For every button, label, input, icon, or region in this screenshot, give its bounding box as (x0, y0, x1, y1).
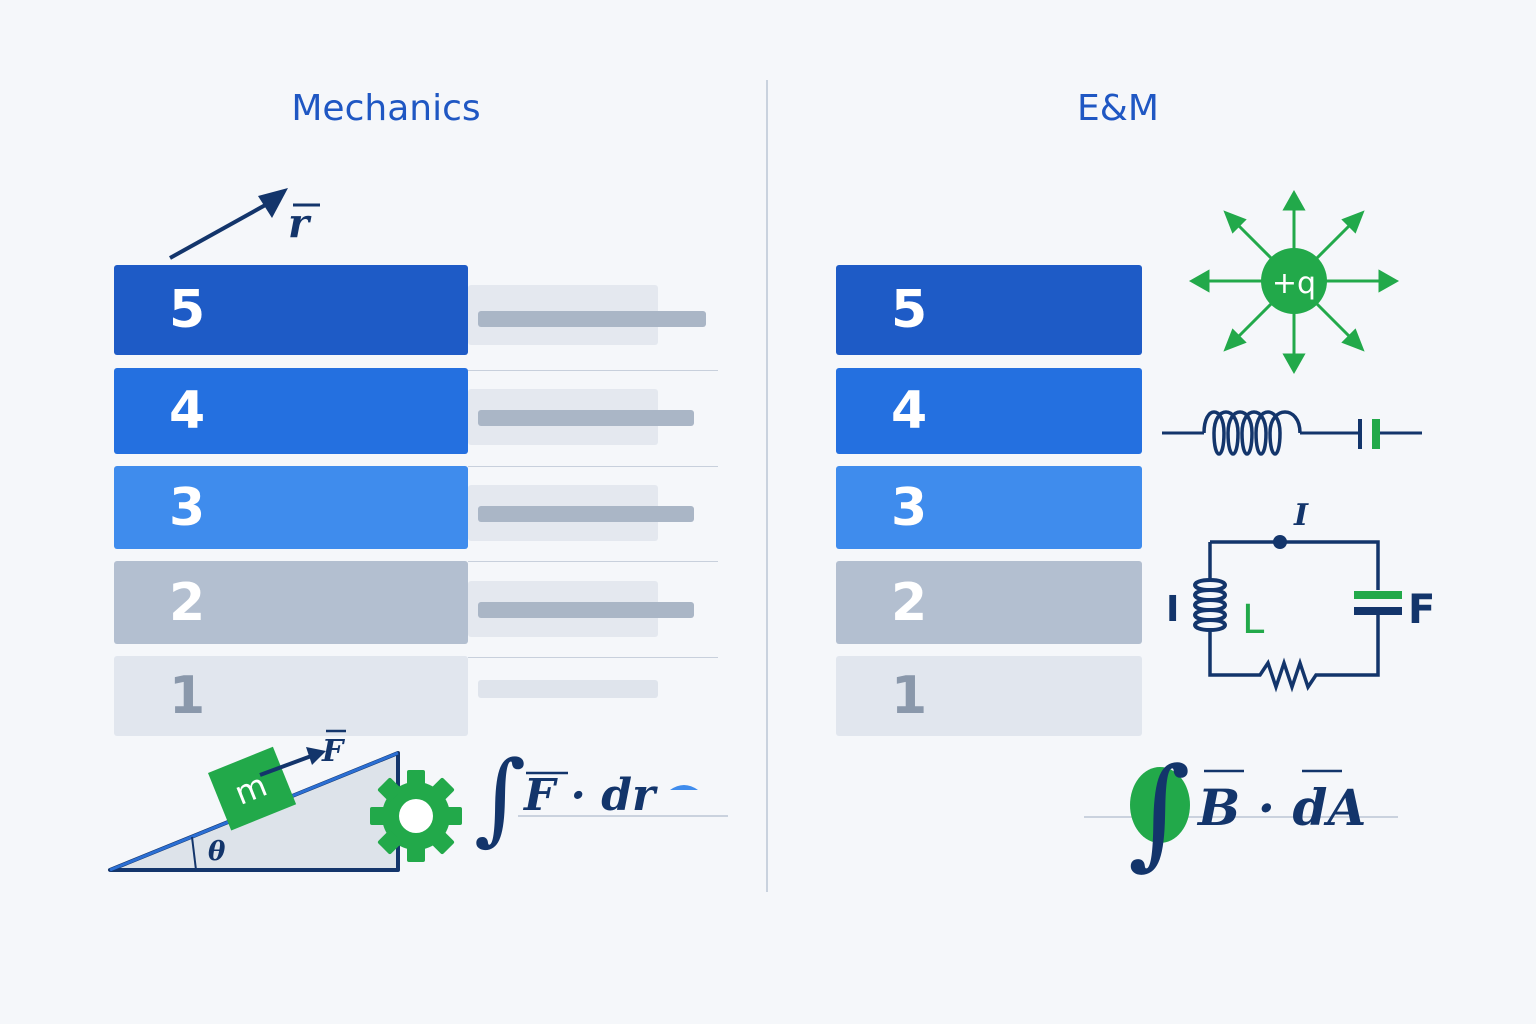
em-level-5-bar: 5 (836, 265, 1142, 355)
mech-level-4-bar: 4 (114, 368, 468, 454)
level-line (478, 602, 694, 618)
level-number: 3 (891, 477, 928, 538)
flux-integral-label: B · dA (1196, 778, 1366, 837)
mechanics-title: Mechanics (291, 88, 481, 129)
current-label: I (1293, 498, 1309, 533)
em-level-4-bar: 4 (836, 368, 1142, 454)
inductor-capacitor-symbol (1162, 410, 1422, 456)
separator (468, 370, 718, 371)
mech-level-1-bar: 1 (114, 656, 468, 736)
level-number: 2 (891, 572, 928, 633)
gear-icon (370, 770, 462, 862)
level-number: 5 (169, 280, 206, 340)
level-number: 2 (169, 572, 206, 633)
flux-integral: ∫ B · dA (1084, 743, 1398, 882)
inductor-label: L (1242, 597, 1265, 643)
integral-sign: ∫ (474, 739, 526, 856)
left-label: I (1166, 589, 1179, 630)
mech-level-5-bar: 5 (114, 265, 468, 355)
inclined-plane-diagram: θ m F (108, 729, 400, 872)
force-label: F (321, 734, 346, 769)
column-divider (766, 80, 768, 892)
level-number: 5 (891, 280, 928, 340)
vector-label: r (288, 200, 312, 247)
rlc-circuit-diagram: I L F I (1166, 498, 1435, 693)
level-number: 1 (891, 666, 928, 726)
level-line (478, 506, 694, 522)
work-integral: ∫ F · dr (474, 739, 728, 856)
separator (468, 657, 718, 658)
capacitor-label: F (1408, 587, 1435, 633)
em-level-3-bar: 3 (836, 466, 1142, 549)
level-line (478, 410, 694, 426)
point-charge-icon: +q (1188, 189, 1400, 375)
separator (468, 466, 718, 467)
charge-label: +q (1272, 266, 1316, 301)
work-integral-label: F · dr (522, 770, 658, 821)
level-line (478, 680, 658, 698)
em-level-2-bar: 2 (836, 561, 1142, 644)
separator (468, 561, 718, 562)
mech-level-2-bar: 2 (114, 561, 468, 644)
angle-label: θ (208, 837, 226, 867)
level-line (478, 311, 706, 327)
level-number: 4 (891, 381, 928, 441)
level-number: 3 (169, 477, 206, 538)
level-number: 1 (169, 666, 206, 726)
position-vector-icon: r (169, 188, 320, 260)
level-number: 4 (169, 381, 206, 441)
em-level-1-bar: 1 (836, 656, 1142, 736)
integral-sign: ∫ (1128, 743, 1191, 882)
mech-level-3-bar: 3 (114, 466, 468, 549)
em-title: E&M (1077, 88, 1159, 129)
